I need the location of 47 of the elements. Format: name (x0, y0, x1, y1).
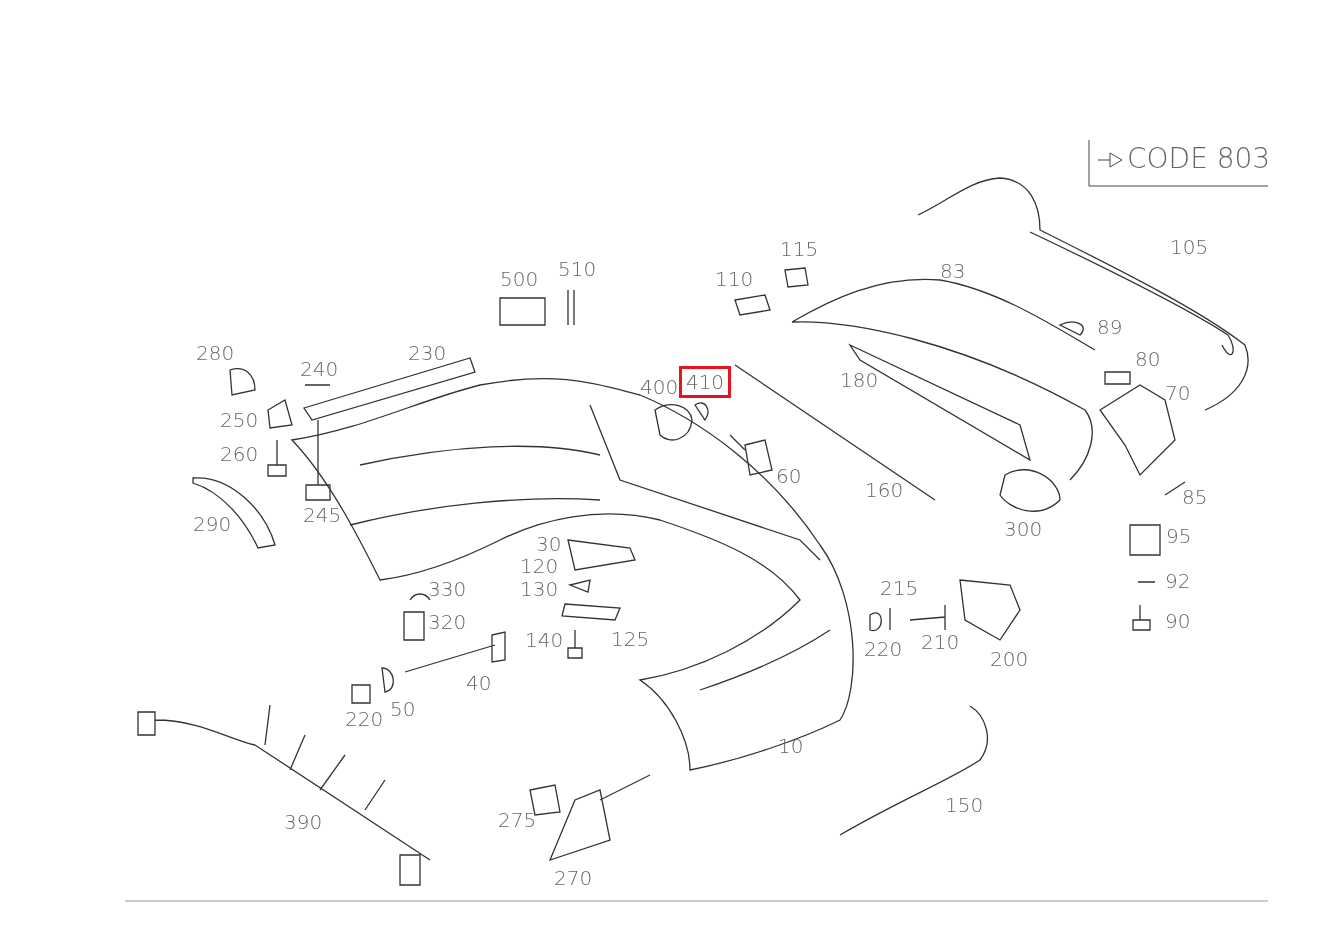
callout-number: 275 (498, 810, 537, 830)
callout-number: 510 (558, 259, 597, 279)
callout-number: 320 (428, 612, 467, 632)
callout-number: 220 (864, 639, 903, 659)
callout-number: 390 (284, 812, 323, 832)
callout-number: 200 (990, 649, 1029, 669)
code-label: CODE 803 (1127, 145, 1271, 173)
callout-number: 115 (780, 239, 819, 259)
callout-number: 40 (466, 673, 492, 693)
callout-number: 215 (880, 578, 919, 598)
callout-number: 500 (500, 269, 539, 289)
callout-number: 10 (778, 736, 804, 756)
callout-number: 89 (1097, 317, 1123, 337)
callout-number: 330 (428, 579, 467, 599)
callout-number: 160 (865, 480, 904, 500)
highlight-box (679, 366, 731, 398)
callout-number: 410 (685, 372, 725, 392)
callout-number: 95 (1166, 526, 1192, 546)
callout-number: 80 (1135, 349, 1161, 369)
callout-number: 290 (193, 514, 232, 534)
callout-number: 245 (303, 505, 342, 525)
callout-number: 300 (1004, 519, 1043, 539)
callout-number: 150 (945, 795, 984, 815)
callout-number: 130 (520, 579, 559, 599)
callout-number: 240 (300, 359, 339, 379)
callout-number: 30 (536, 534, 562, 554)
callout-number: 140 (525, 630, 564, 650)
callout-number: 105 (1170, 237, 1209, 257)
callout-number: 92 (1165, 571, 1191, 591)
callout-number: 120 (520, 556, 559, 576)
callout-number: 220 (345, 709, 384, 729)
callout-number: 90 (1165, 611, 1191, 631)
callout-number: 270 (554, 868, 593, 888)
callout-number: 210 (921, 632, 960, 652)
callout-number: 280 (196, 343, 235, 363)
callout-number: 260 (220, 444, 259, 464)
callout-number: 250 (220, 410, 259, 430)
callout-number: 125 (611, 629, 650, 649)
callout-number: 83 (940, 261, 966, 281)
callout-number: 110 (715, 269, 754, 289)
callout-number: 85 (1182, 487, 1208, 507)
callout-number: 230 (408, 343, 447, 363)
callout-number: 400 (640, 377, 679, 397)
callout-number: 60 (776, 466, 802, 486)
callout-number: 180 (840, 370, 879, 390)
callout-number: 50 (390, 699, 416, 719)
callout-number: 70 (1165, 383, 1191, 403)
